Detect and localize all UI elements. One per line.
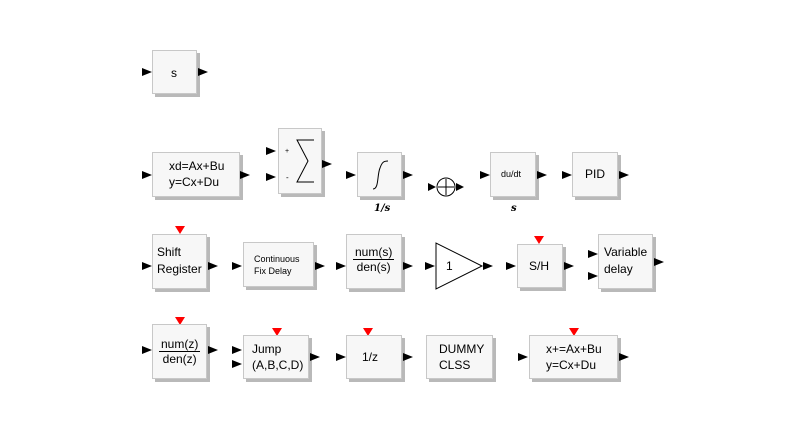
minus-sign: - (286, 173, 289, 182)
input-port[interactable] (142, 68, 152, 76)
discrete-transfer-function-block[interactable]: num(z) den(z) (152, 324, 207, 379)
block-label-line1: Continuous (254, 254, 300, 264)
event-input-port[interactable] (175, 317, 185, 325)
shift-register-block[interactable]: Shift Register (152, 234, 207, 289)
plus-sign: + (285, 148, 290, 155)
input-port-plus[interactable] (266, 147, 276, 155)
continuous-transfer-function-block[interactable]: num(s) den(s) (346, 234, 402, 289)
jump-input-port[interactable] (232, 360, 242, 368)
input-port[interactable] (142, 262, 152, 270)
integral-icon (372, 160, 389, 190)
derivative-s-block[interactable]: s (152, 50, 197, 94)
output-port[interactable] (240, 171, 250, 179)
block-label: s (171, 66, 177, 80)
block-label-line1: Jump (252, 342, 282, 356)
input-port-minus[interactable] (266, 173, 276, 181)
input-port[interactable] (518, 353, 528, 361)
input-port[interactable] (425, 262, 435, 270)
integrator-caption: 1/s (374, 203, 391, 214)
output-port[interactable] (619, 353, 629, 361)
derivative-caption: s (511, 203, 517, 214)
block-label: S/H (529, 259, 550, 273)
output-port[interactable] (619, 171, 629, 179)
block-label-line1: x+=Ax+Bu (546, 342, 602, 356)
summation-block[interactable]: + - (278, 128, 322, 194)
dummy-clss-block[interactable]: DUMMY CLSS (426, 335, 493, 379)
input-port[interactable] (142, 346, 152, 354)
output-port[interactable] (537, 171, 547, 179)
delay-input-port[interactable] (588, 272, 598, 280)
output-port[interactable] (310, 353, 320, 361)
discrete-state-space-block[interactable]: x+=Ax+Bu y=Cx+Du (529, 335, 618, 379)
input-port[interactable] (142, 171, 152, 179)
input-port[interactable] (506, 262, 516, 270)
output-port[interactable] (198, 68, 208, 76)
output-port[interactable] (403, 262, 413, 270)
block-label-line2: CLSS (439, 358, 471, 372)
block-label-line1: Shift (157, 245, 182, 259)
event-input-port[interactable] (175, 226, 185, 234)
gain-label: 1 (446, 259, 453, 273)
input-port[interactable] (232, 346, 242, 354)
unit-delay-block[interactable]: 1/z (346, 335, 402, 379)
pid-block[interactable]: PID (572, 152, 618, 197)
event-input-port[interactable] (534, 236, 544, 244)
block-label-line1: DUMMY (439, 342, 485, 356)
input-port[interactable] (588, 250, 598, 258)
event-input-port[interactable] (272, 328, 282, 336)
output-port[interactable] (654, 258, 664, 266)
transfer-fraction: num(s) den(s) (353, 245, 395, 274)
state-space-block[interactable]: xd=Ax+Bu y=Cx+Du (152, 152, 240, 197)
gain-block[interactable] (435, 242, 485, 290)
numerator: num(s) (353, 245, 395, 260)
event-input-port[interactable] (569, 328, 579, 336)
output-port[interactable] (208, 262, 218, 270)
block-label-line1: xd=Ax+Bu (169, 159, 225, 173)
continuous-fix-delay-block[interactable]: Continuous Fix Delay (243, 242, 314, 287)
output-port[interactable] (483, 262, 493, 270)
integrator-block[interactable] (357, 152, 402, 197)
sum-circle-icon[interactable] (428, 175, 464, 199)
block-label-line2: y=Cx+Du (546, 358, 597, 372)
output-port[interactable] (403, 171, 413, 179)
input-port[interactable] (346, 171, 356, 179)
numerator: num(z) (159, 337, 201, 352)
output-port[interactable] (315, 262, 325, 270)
block-label-line2: (A,B,C,D) (252, 358, 304, 372)
sample-hold-block[interactable]: S/H (517, 244, 563, 288)
input-port[interactable] (336, 353, 346, 361)
block-label: du/dt (501, 169, 522, 179)
block-label: PID (585, 167, 606, 181)
jump-state-space-block[interactable]: Jump (A,B,C,D) (243, 335, 309, 379)
denominator: den(s) (356, 260, 391, 274)
output-port[interactable] (322, 160, 332, 168)
event-input-port[interactable] (363, 328, 373, 336)
output-port[interactable] (208, 346, 218, 354)
transfer-fraction: num(z) den(z) (159, 337, 201, 366)
block-label-line2: y=Cx+Du (169, 175, 220, 189)
input-port[interactable] (232, 262, 242, 270)
variable-delay-block[interactable]: Variable delay (598, 234, 653, 289)
sigma-icon (296, 139, 314, 183)
output-port[interactable] (403, 353, 413, 361)
block-label-line2: delay (604, 262, 633, 276)
input-port[interactable] (336, 262, 346, 270)
input-port[interactable] (480, 171, 490, 179)
block-label-line2: Fix Delay (254, 266, 292, 276)
block-label-line2: Register (157, 262, 202, 276)
denominator: den(z) (162, 352, 197, 366)
input-port[interactable] (562, 171, 572, 179)
output-port[interactable] (564, 262, 574, 270)
block-label-line1: Variable (604, 245, 648, 259)
block-label: 1/z (362, 350, 379, 364)
derivative-block[interactable]: du/dt (490, 152, 536, 197)
